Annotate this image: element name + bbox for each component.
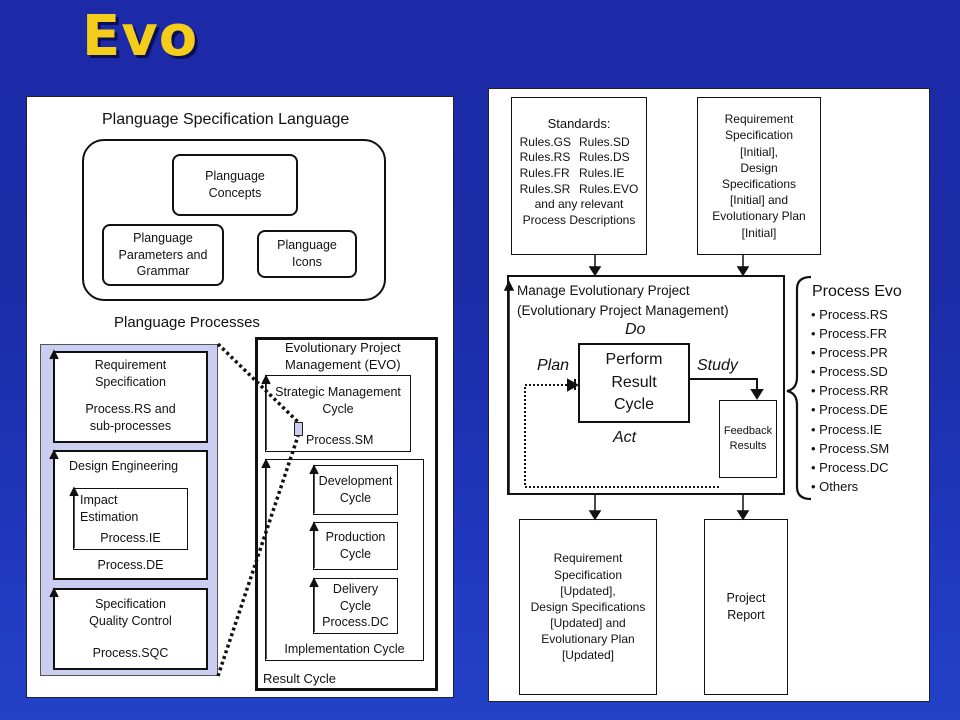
evo-process-panel: Standards: Rules.GS Rules.SD Rules.RS Ru…	[488, 88, 930, 702]
project-report-box: Project Report	[704, 519, 788, 695]
process-evo-brace	[786, 275, 812, 501]
do-label: Do	[625, 321, 646, 338]
planguage-icons-label: Planguage Icons	[277, 238, 337, 269]
list-item: • Process.RR	[811, 383, 889, 399]
rule-evo: Rules.EVO	[579, 181, 639, 196]
rule-ds: Rules.DS	[579, 150, 630, 165]
design-engineering-process: Process.DE	[97, 558, 164, 573]
process-evo-list: • Process.RS • Process.FR • Process.PR •…	[811, 305, 889, 496]
impact-estimation-process: Process.IE	[100, 531, 161, 546]
act-label: Act	[613, 429, 637, 446]
feedback-results-box: Feedback Results	[719, 400, 777, 478]
strategic-management-process: Process.SM	[306, 433, 374, 448]
result-cycle-label: Result Cycle	[263, 671, 336, 686]
standards-rules-grid: Rules.GS Rules.SD Rules.RS Rules.DS Rule…	[512, 135, 646, 197]
strategic-management-label: Strategic Management Cycle	[275, 385, 401, 416]
updated-spec-box: Requirement Specification [Updated], Des…	[519, 519, 657, 695]
planguage-params-label: Planguage Parameters and Grammar	[118, 230, 208, 279]
plan-label: Plan	[537, 357, 570, 374]
evo-title: Evolutionary Project Management (EVO)	[285, 340, 401, 372]
standards-title: Standards:	[547, 116, 611, 131]
strategic-management-box: Strategic Management Cycle Process.SM	[265, 375, 411, 452]
study-label: Study	[697, 357, 738, 374]
planguage-concepts-box: Planguage Concepts	[172, 154, 298, 216]
production-cycle-label: Production Cycle	[325, 530, 386, 561]
process-evo-title: Process Evo	[812, 283, 902, 300]
spec-quality-control-process: Process.SQC	[92, 646, 169, 661]
spec-quality-control-label: Specification Quality Control	[89, 597, 172, 628]
manage-evo-title: Manage Evolutionary Project (Evolutionar…	[517, 283, 729, 318]
rule-sr: Rules.SR	[519, 181, 571, 196]
impact-estimation-box: Impact Estimation Process.IE	[73, 488, 188, 550]
rule-ie: Rules.IE	[579, 166, 625, 181]
development-cycle-box: Development Cycle	[313, 465, 398, 515]
requirement-spec-label: Requirement Specification	[94, 358, 167, 389]
list-item: • Process.SD	[811, 364, 888, 380]
delivery-cycle-label: Delivery Cycle	[332, 581, 379, 613]
requirement-spec-box: Requirement Specification Process.RS and…	[53, 351, 208, 443]
standards-footer: and any relevant Process Descriptions	[522, 197, 636, 227]
delivery-cycle-box: Delivery Cycle Process.DC	[313, 578, 398, 634]
list-item: • Process.RS	[811, 307, 888, 322]
updated-spec-label: Requirement Specification [Updated], Des…	[530, 551, 646, 663]
rule-gs: Rules.GS	[519, 134, 571, 149]
manage-evo-box	[507, 275, 785, 495]
standards-box: Standards: Rules.GS Rules.SD Rules.RS Ru…	[511, 97, 647, 255]
list-item: • Process.PR	[811, 345, 888, 361]
list-item: • Process.DC	[811, 459, 889, 475]
project-report-label: Project Report	[726, 591, 766, 622]
spec-language-title: Planguage Specification Language	[102, 111, 350, 128]
list-item: • Process.IE	[811, 421, 883, 437]
rule-rs: Rules.RS	[519, 150, 571, 165]
feedback-results-label: Feedback Results	[723, 425, 773, 452]
spec-language-group	[82, 139, 386, 301]
list-item: • Process.FR	[811, 326, 888, 342]
perform-result-cycle-label: Perform Result Cycle	[605, 351, 663, 414]
spec-quality-control-box: Specification Quality Control Process.SQ…	[53, 588, 208, 670]
initial-spec-label: Requirement Specification [Initial], Des…	[712, 112, 806, 240]
planguage-icons-box: Planguage Icons	[257, 230, 357, 278]
processes-title: Planguage Processes	[114, 314, 260, 331]
connector-square	[294, 422, 303, 436]
slide-title: Evo	[82, 4, 199, 69]
impact-estimation-label: Impact Estimation	[80, 493, 139, 524]
rule-sd: Rules.SD	[579, 134, 630, 149]
delivery-cycle-process: Process.DC	[322, 615, 389, 630]
list-item: • Others	[811, 478, 859, 494]
perform-result-cycle-box: Perform Result Cycle	[578, 343, 690, 423]
list-item: • Process.DE	[811, 402, 888, 418]
planguage-diagram-panel: Planguage Specification Language Plangua…	[26, 96, 454, 698]
list-item: • Process.SM	[811, 440, 890, 456]
development-cycle-label: Development Cycle	[318, 474, 393, 505]
rule-fr: Rules.FR	[519, 166, 570, 181]
implementation-cycle-label: Implementation Cycle	[284, 642, 405, 657]
production-cycle-box: Production Cycle	[313, 522, 398, 570]
initial-spec-box: Requirement Specification [Initial], Des…	[697, 97, 821, 255]
requirement-spec-process: Process.RS and sub-processes	[85, 401, 176, 433]
planguage-concepts-label: Planguage Concepts	[205, 169, 265, 200]
design-engineering-label: Design Engineering	[69, 459, 179, 473]
planguage-params-box: Planguage Parameters and Grammar	[102, 224, 224, 286]
